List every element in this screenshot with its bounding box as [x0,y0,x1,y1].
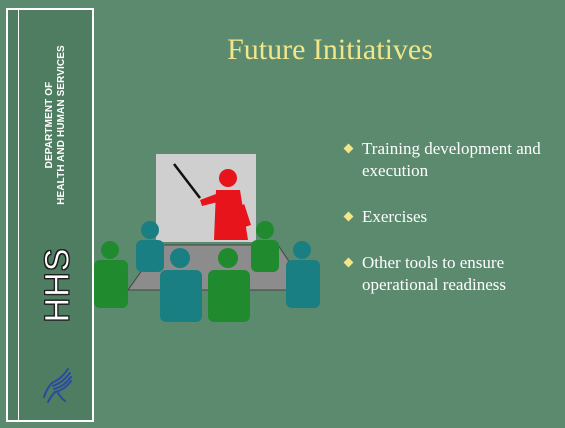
department-name: DEPARTMENT OF HEALTH AND HUMAN SERVICES [44,45,68,205]
bullet-text: Exercises [362,207,428,226]
attendee-front-left [160,248,202,322]
attendee-front-right [208,248,250,322]
attendee-back-left [136,221,164,272]
attendee-back-right [251,221,279,272]
bullet-text: Training development and execution [362,139,541,180]
diamond-bullet-icon [343,143,354,154]
department-line-2: HEALTH AND HUMAN SERVICES [56,45,67,205]
hhs-sidebar: DEPARTMENT OF HEALTH AND HUMAN SERVICES … [6,8,94,422]
hhs-logo-text: HHS [38,247,77,323]
department-line-1: DEPARTMENT OF [44,81,55,169]
diamond-bullet-icon [343,211,354,222]
presenter [200,169,252,240]
bullet-text: Other tools to ensure operational readin… [362,253,506,294]
bullet-item: Exercises [343,206,560,228]
slide-title: Future Initiatives [227,33,433,66]
bullet-list: Training development and execution Exerc… [343,138,560,320]
pointer-stick [173,163,201,199]
diamond-bullet-icon [343,257,354,268]
bullet-item: Training development and execution [343,138,560,182]
bullet-item: Other tools to ensure operational readin… [343,252,560,296]
attendee-right [286,241,320,308]
hhs-eagle-icon [43,368,72,403]
sidebar-divider [18,10,19,420]
attendee-left [94,241,128,308]
meeting-presenter-icon [94,154,320,322]
